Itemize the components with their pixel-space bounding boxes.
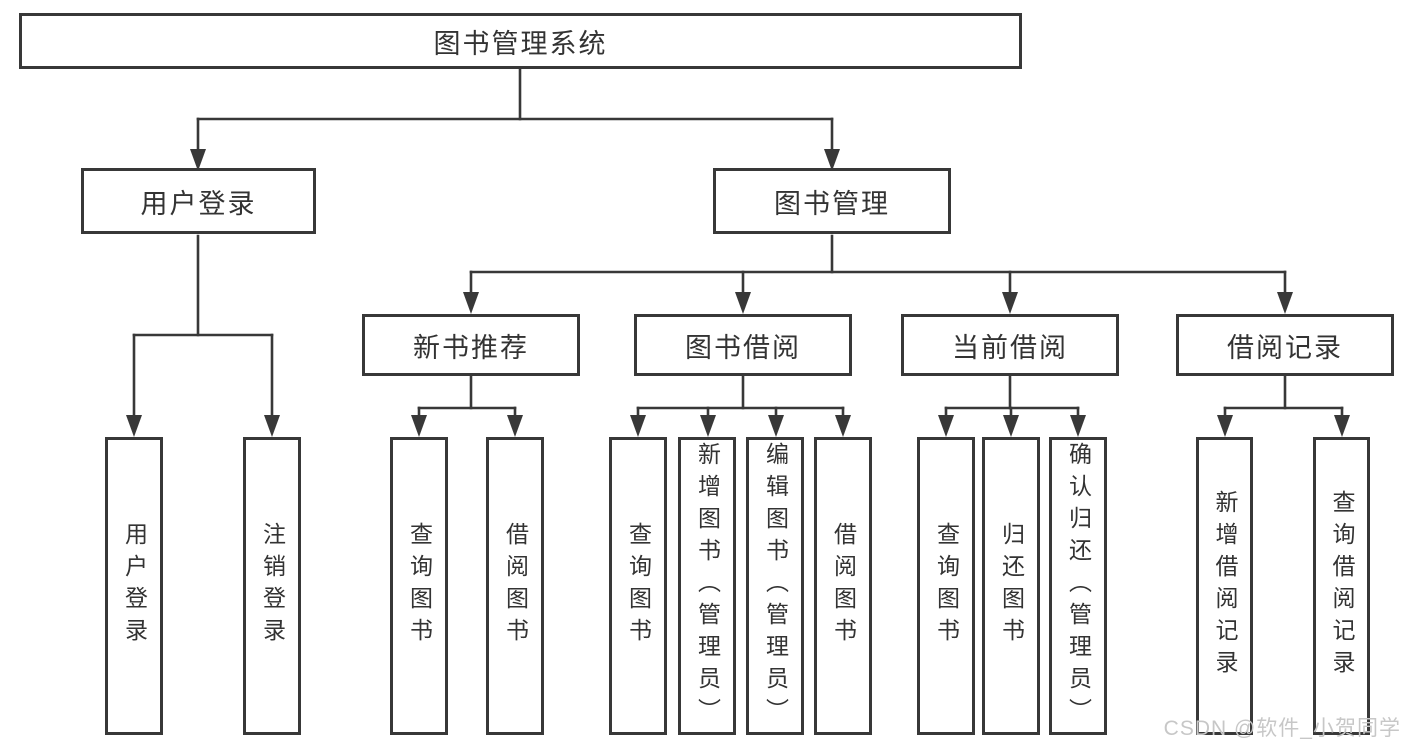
leaf-edit-book-admin-label: 编辑图书（管理员） [762,442,789,730]
node-new-book-recommend: 新书推荐 [362,314,580,376]
leaf-borrow-query-book-label: 查询图书 [625,522,652,650]
leaf-user-login: 用户登录 [105,437,163,735]
node-user-login-label: 用户登录 [140,188,257,219]
node-book-borrow: 图书借阅 [634,314,852,376]
node-book-management: 图书管理 [713,168,951,234]
leaf-borrow-borrow-book-label: 借阅图书 [830,522,857,650]
node-current-borrow-label: 当前借阅 [952,332,1068,363]
leaf-current-query-book: 查询图书 [917,437,975,735]
leaf-confirm-return-admin: 确认归还（管理员） [1049,437,1107,735]
node-book-management-label: 图书管理 [774,188,890,219]
node-book-borrow-label: 图书借阅 [685,332,801,363]
leaf-add-borrow-record: 新增借阅记录 [1196,437,1253,735]
leaf-return-book-label: 归还图书 [998,522,1025,650]
leaf-current-query-book-label: 查询图书 [933,522,960,650]
leaf-logout-label: 注销登录 [259,522,286,650]
leaf-borrow-borrow-book: 借阅图书 [814,437,872,735]
node-borrow-record-label: 借阅记录 [1227,332,1343,363]
node-borrow-record: 借阅记录 [1176,314,1394,376]
leaf-query-borrow-record: 查询借阅记录 [1313,437,1370,735]
leaf-recommend-borrow-book-label: 借阅图书 [502,522,529,650]
leaf-add-borrow-record-label: 新增借阅记录 [1212,490,1238,682]
leaf-user-login-label: 用户登录 [121,522,148,650]
leaf-borrow-query-book: 查询图书 [609,437,667,735]
node-user-login: 用户登录 [81,168,316,234]
node-root: 图书管理系统 [19,13,1022,69]
node-current-borrow: 当前借阅 [901,314,1119,376]
watermark: CSDN @软件_小贺同学 [1163,717,1401,740]
leaf-edit-book-admin: 编辑图书（管理员） [746,437,804,735]
node-root-label: 图书管理系统 [433,28,608,59]
leaf-recommend-borrow-book: 借阅图书 [486,437,544,735]
leaf-add-book-admin: 新增图书（管理员） [678,437,736,735]
leaf-logout: 注销登录 [243,437,301,735]
leaf-query-borrow-record-label: 查询借阅记录 [1329,490,1355,682]
leaf-recommend-query-book: 查询图书 [390,437,448,735]
leaf-add-book-admin-label: 新增图书（管理员） [694,442,721,730]
leaf-confirm-return-admin-label: 确认归还（管理员） [1065,442,1092,730]
leaf-return-book: 归还图书 [982,437,1040,735]
leaf-recommend-query-book-label: 查询图书 [406,522,433,650]
node-new-book-recommend-label: 新书推荐 [413,332,529,363]
